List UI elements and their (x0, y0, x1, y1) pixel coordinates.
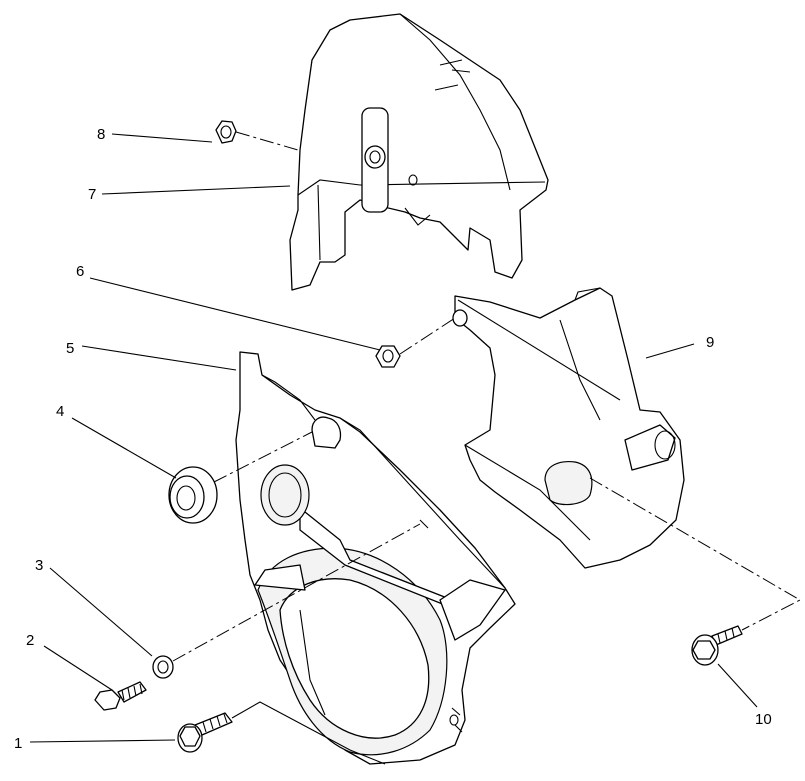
callout-2: 2 (26, 632, 34, 649)
lower-cover-icon (235, 351, 516, 765)
callout-6: 6 (76, 263, 84, 280)
callout-1: 1 (14, 735, 22, 752)
callout-10: 10 (755, 711, 772, 728)
flange-bolt-icon (177, 712, 233, 753)
callout-labels: 1 2 3 4 5 6 7 8 9 10 (14, 126, 772, 752)
upper-cover-icon (289, 13, 549, 291)
leader-lines (29, 133, 758, 743)
flange-bolt-icon (691, 625, 743, 666)
flange-nut-icon (375, 345, 401, 368)
grommet-icon (168, 466, 218, 524)
callout-4: 4 (56, 403, 64, 420)
callout-5: 5 (66, 340, 74, 357)
rear-cover-icon (452, 287, 685, 569)
hex-bolt-icon (94, 681, 147, 711)
callout-9: 9 (706, 334, 714, 351)
callout-3: 3 (35, 557, 43, 574)
washer-icon (152, 655, 174, 679)
flange-nut-icon (215, 120, 237, 144)
callout-7: 7 (88, 186, 96, 203)
callout-8: 8 (97, 126, 105, 143)
